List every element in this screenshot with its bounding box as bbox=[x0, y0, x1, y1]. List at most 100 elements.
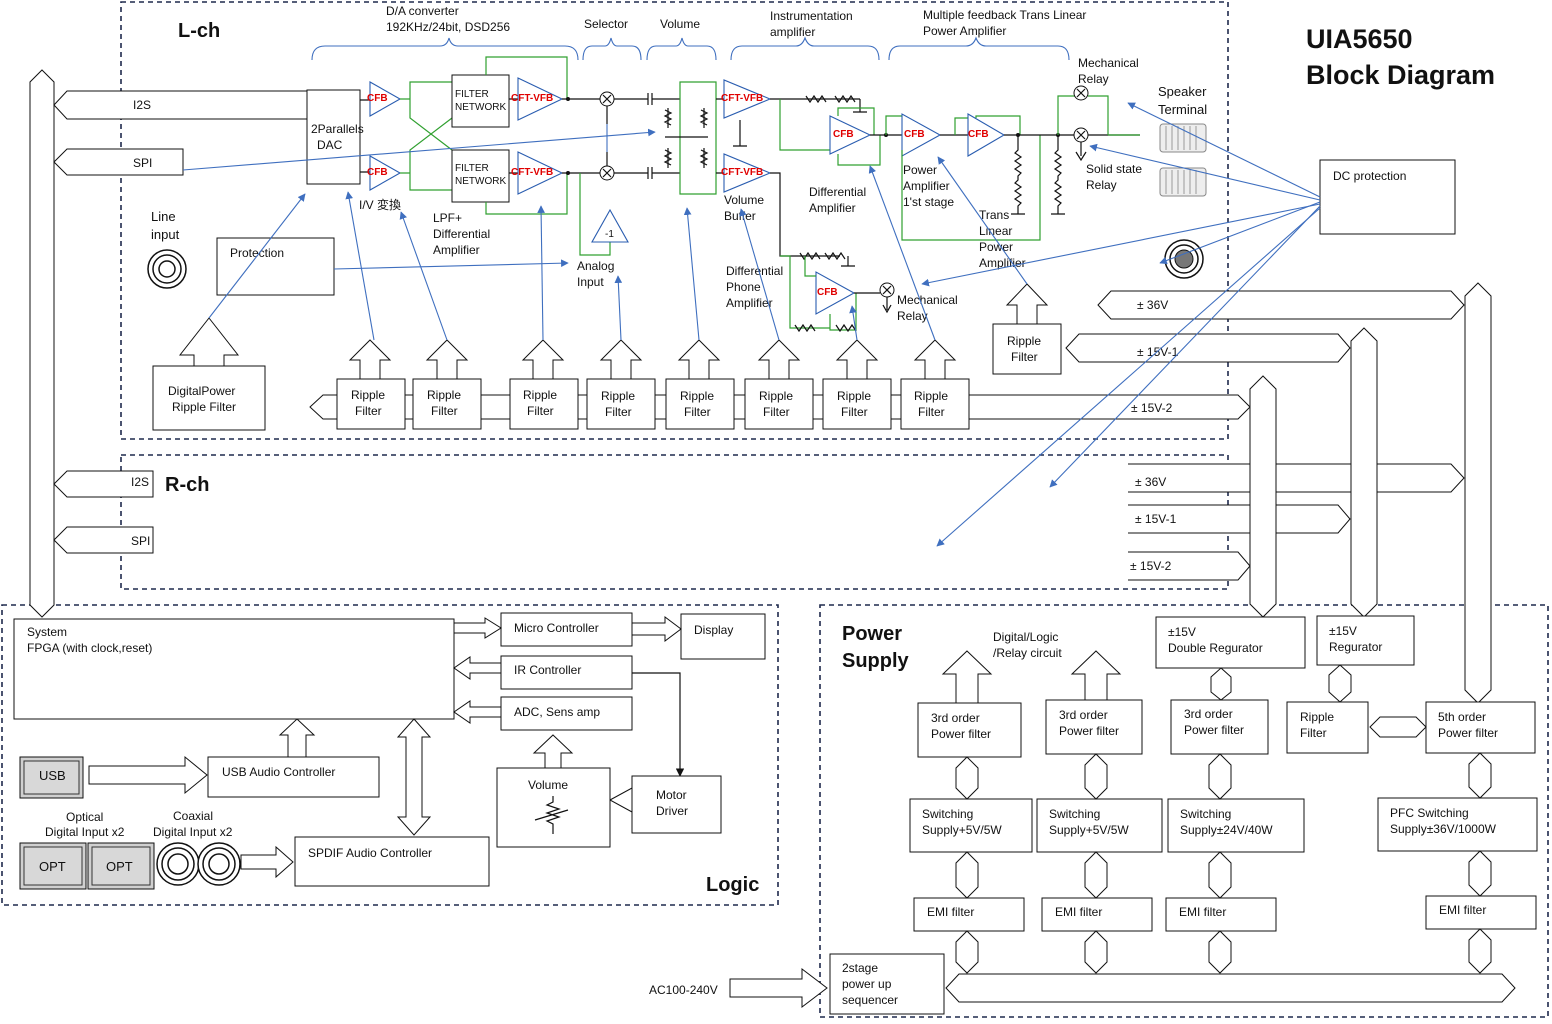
optical-l2: Digital Input x2 bbox=[45, 825, 125, 839]
mf-amp-brace bbox=[888, 36, 1070, 61]
buffer-ground bbox=[733, 120, 747, 147]
display-block bbox=[680, 613, 766, 660]
reg-l1: ±15V bbox=[1329, 624, 1357, 638]
mech-relay-top-l2: Relay bbox=[1078, 72, 1109, 86]
rch-rail-15v1-label: ± 15V-1 bbox=[1135, 512, 1177, 526]
ripple-l1: Ripple bbox=[1300, 710, 1334, 724]
filter3-3-l2: Power filter bbox=[1184, 723, 1244, 737]
sw5-2-l2: Supply+5V/5W bbox=[1049, 823, 1129, 837]
iv-amp-bottom bbox=[369, 155, 402, 191]
selector-in-wires bbox=[562, 98, 600, 174]
ripple-filter-7 bbox=[822, 378, 892, 430]
sw24-block bbox=[1167, 798, 1305, 853]
mech-relay-top-l1: Mechanical bbox=[1078, 56, 1139, 70]
filter-out-wires bbox=[509, 98, 518, 174]
coaxial-l2: Digital Input x2 bbox=[153, 825, 233, 839]
potentiometer-icon bbox=[534, 796, 569, 834]
line-input-l1: Line bbox=[151, 209, 176, 224]
ripple-filter-3-l2: Filter bbox=[527, 404, 554, 418]
sw5-block-2 bbox=[1036, 798, 1163, 853]
volume-knob-label: Volume bbox=[528, 778, 568, 792]
selector-label: Selector bbox=[584, 17, 628, 31]
power-amp-1st-l2: Amplifier bbox=[903, 179, 950, 193]
fpga-block bbox=[13, 618, 455, 720]
motor-driver-l2: Driver bbox=[656, 804, 688, 818]
lch-rail-15v1-label: ± 15V-1 bbox=[1137, 345, 1179, 359]
pfc-l1: PFC Switching bbox=[1390, 806, 1469, 820]
trans-linear-l3: Power bbox=[979, 240, 1013, 254]
coaxial-l1: Coaxial bbox=[173, 809, 213, 823]
digital-power-l1: DigitalPower bbox=[168, 384, 235, 398]
protection-block bbox=[216, 237, 335, 296]
lch-spi-label: SPI bbox=[133, 156, 152, 170]
inst-amp-label-1: Instrumentation bbox=[770, 9, 853, 23]
power-feedback-green bbox=[901, 115, 1041, 241]
power-green-in bbox=[885, 115, 902, 135]
line-input-jack-icon bbox=[147, 249, 187, 289]
lpf-feedback-wires bbox=[485, 56, 568, 215]
filter3-3-l1: 3rd order bbox=[1184, 707, 1233, 721]
phone-amp-l3: Amplifier bbox=[726, 296, 773, 310]
regulator-block bbox=[1316, 615, 1415, 666]
double-reg-l2: Double Regurator bbox=[1168, 641, 1263, 655]
sequencer-l1: 2stage bbox=[842, 961, 878, 975]
lch-region bbox=[120, 1, 1229, 440]
micro-controller-block bbox=[500, 612, 633, 647]
rch-i2s-bus bbox=[53, 470, 154, 498]
ripple-filter-8-l2: Filter bbox=[918, 405, 945, 419]
emi-4-label: EMI filter bbox=[1439, 903, 1486, 917]
sw24-l1: Switching bbox=[1180, 807, 1231, 821]
ripple-filter-1-l2: Filter bbox=[355, 404, 382, 418]
sw5-2-l1: Switching bbox=[1049, 807, 1100, 821]
usb-port-label: USB bbox=[39, 768, 66, 783]
ripple-filter-8 bbox=[900, 378, 970, 430]
diff-amp-label-2: Amplifier bbox=[809, 201, 856, 215]
filter-network-top-l2: NETWORK bbox=[455, 102, 506, 113]
ripple-filter-1-l1: Ripple bbox=[351, 388, 385, 402]
lch-rail-15v2-label: ± 15V-2 bbox=[1131, 401, 1173, 415]
filter-network-top-l1: FILTER bbox=[455, 89, 489, 100]
protection-label: Protection bbox=[230, 246, 284, 260]
volume-brace bbox=[646, 37, 717, 61]
ripple-filter-2 bbox=[412, 378, 482, 430]
filter-network-bottom bbox=[451, 149, 510, 203]
lch-rail-36v-label: ± 36V bbox=[1137, 298, 1168, 312]
lpf-amp-top-label: CFT-VFB bbox=[511, 93, 553, 104]
ripple-filter-1 bbox=[336, 378, 406, 430]
fpga-label-1: System bbox=[27, 625, 67, 639]
filter5-l1: 5th order bbox=[1438, 710, 1486, 724]
digital-power-arrow bbox=[178, 317, 240, 367]
usb-audio-label: USB Audio Controller bbox=[222, 765, 335, 779]
lpf-label-3: Amplifier bbox=[433, 243, 480, 257]
logic-heading: Logic bbox=[706, 874, 759, 896]
filter3-block-1 bbox=[917, 702, 1022, 758]
ripple-filter-4-l2: Filter bbox=[605, 405, 632, 419]
spdif-label: SPDIF Audio Controller bbox=[308, 846, 432, 860]
diff-amp bbox=[829, 115, 872, 155]
volume-buffer-top-label: CFT-VFB bbox=[721, 93, 763, 104]
coaxial-jack-icons bbox=[156, 842, 241, 886]
phone-amp-label: CFB bbox=[817, 287, 838, 298]
rch-spi-label: SPI bbox=[131, 534, 150, 548]
lch-i2s-bus bbox=[53, 90, 308, 120]
dc-protection-lines bbox=[921, 102, 1321, 547]
inst-green-wire bbox=[779, 99, 830, 151]
dc-protection-label: DC protection bbox=[1333, 169, 1406, 183]
diff-amp-feedback bbox=[837, 107, 881, 166]
da-converter-label-2: 192KHz/24bit, DSD256 bbox=[386, 20, 510, 34]
pfc-block bbox=[1377, 797, 1538, 852]
filter5-block bbox=[1425, 701, 1536, 754]
lch-spi-bus bbox=[53, 148, 184, 176]
diff-amp-label-1: Differential bbox=[809, 185, 866, 199]
usb-audio-block bbox=[207, 756, 380, 798]
selector-out-wires bbox=[606, 98, 648, 174]
ac-input-arrow bbox=[729, 967, 828, 1009]
inverter-amp bbox=[591, 208, 629, 243]
digital-bus-vertical bbox=[29, 69, 55, 618]
lpf-label-1: LPF+ bbox=[433, 211, 462, 225]
iv-amp-bottom-label: CFB bbox=[367, 167, 388, 178]
adc-block bbox=[500, 696, 633, 731]
sequencer-l2: power up bbox=[842, 977, 892, 991]
spdif-block bbox=[294, 836, 490, 887]
power-amp-1st bbox=[901, 113, 942, 157]
